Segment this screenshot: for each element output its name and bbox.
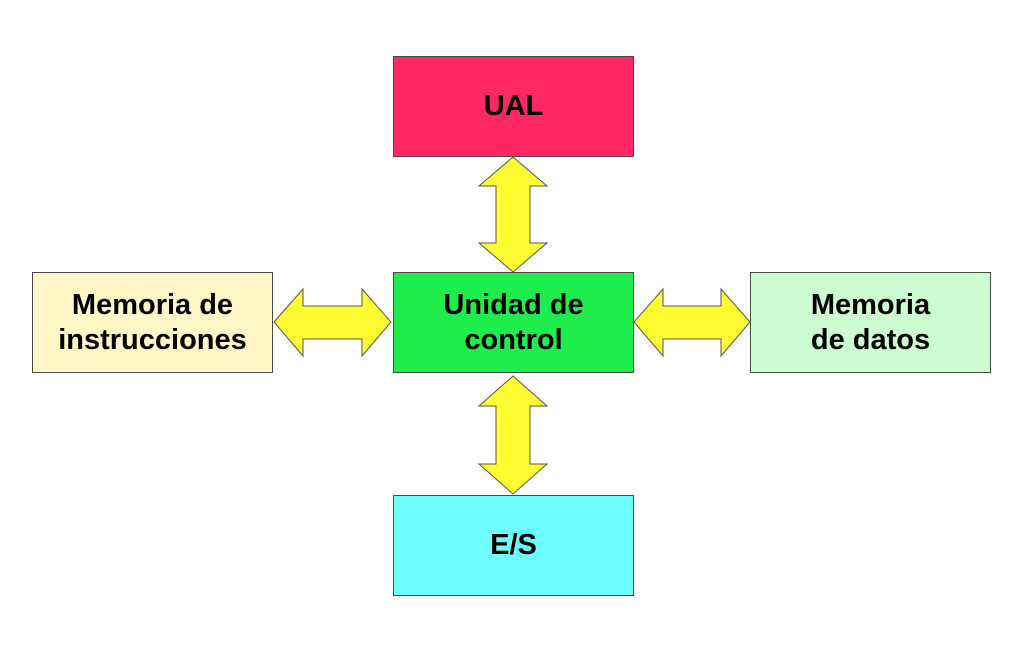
node-memoria-datos-label: Memoria de datos (810, 289, 931, 356)
arrow-control-ual (477, 156, 549, 273)
node-memoria-instrucciones: Memoria de instrucciones (32, 272, 273, 373)
node-unidad-de-control-label: Unidad de control (443, 289, 584, 356)
node-unidad-de-control: Unidad de control (393, 272, 634, 373)
arrow-control-es (477, 375, 549, 495)
node-memoria-datos: Memoria de datos (750, 272, 991, 373)
node-ual-label: UAL (483, 90, 544, 123)
arrow-control-memoria-datos (633, 287, 751, 358)
arrow-control-memoria-instrucciones (273, 287, 392, 358)
node-ual: UAL (393, 56, 634, 157)
node-memoria-instrucciones-label: Memoria de instrucciones (58, 289, 247, 356)
node-es-label: E/S (490, 529, 537, 562)
node-es: E/S (393, 495, 634, 596)
